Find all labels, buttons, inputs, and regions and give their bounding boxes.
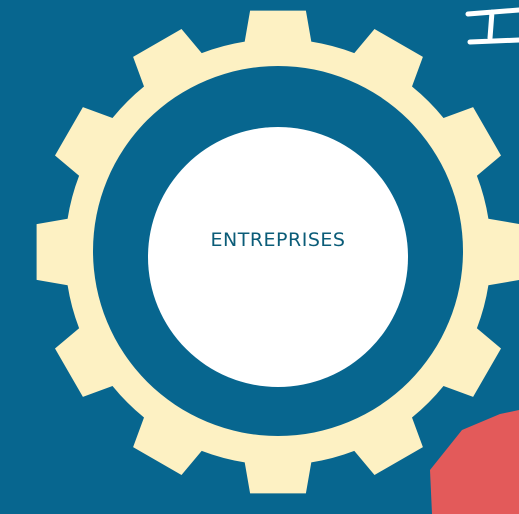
partial-gear-icon <box>430 410 519 514</box>
main-gear-icon <box>36 10 519 494</box>
gear-center-label: ENTREPRISES <box>210 229 346 251</box>
gear-center-disc <box>148 127 408 387</box>
decorative-glyph-fragment <box>465 7 519 45</box>
